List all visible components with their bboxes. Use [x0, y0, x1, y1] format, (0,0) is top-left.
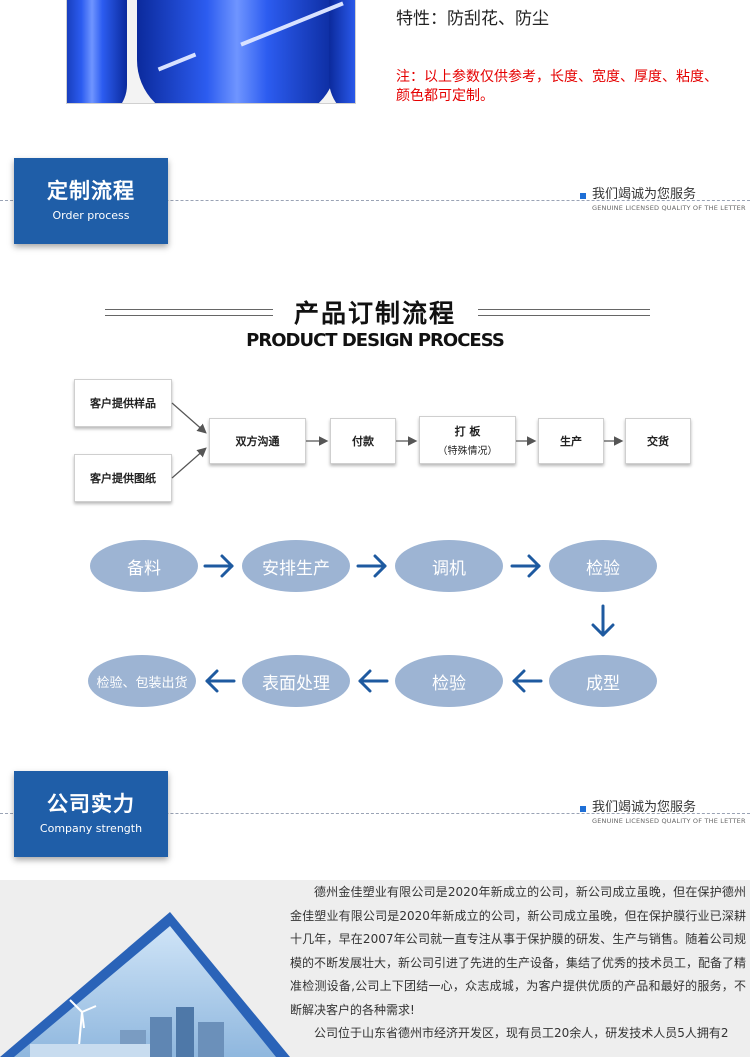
box-communicate: 双方沟通 [209, 418, 306, 464]
step-forming: 成型 [549, 655, 657, 707]
step-surface-treatment: 表面处理 [242, 655, 350, 707]
step-inspect-2: 检验 [395, 655, 503, 707]
customization-note: 注：以上参数仅供参考，长度、宽度、厚度、粘度、颜色都可定制。 [396, 69, 718, 104]
process-subtitle: PRODUCT DESIGN PROCESS [246, 330, 505, 351]
box-label: 交货 [647, 435, 669, 448]
arrow-down-icon [591, 604, 615, 637]
step-inspect-pack-ship: 检验、包装出货 [88, 655, 196, 707]
box-flow-arrows [171, 402, 624, 479]
service-slogan: 我们竭诚为您服务 GENUINE LICENSED QUALITY OF THE… [580, 796, 750, 825]
feature-text: 特性：防刮花、防尘 [396, 9, 549, 29]
box-deliver: 交货 [625, 418, 691, 464]
step-label: 检验 [432, 673, 466, 694]
box-label: 打 板 [454, 425, 481, 438]
step-label: 安排生产 [262, 558, 330, 579]
section-title: 定制流程 [47, 179, 135, 203]
arrow-sample-to-communicate [171, 402, 207, 434]
section-subtitle: Company strength [39, 822, 143, 835]
company-introduction: 德州金佳塑业有限公司是2020年新成立的公司，新公司成立虽晚，但在保护德州金佳塑… [290, 881, 746, 1046]
step-flow-arrows [203, 554, 615, 693]
title-rule-left [105, 309, 273, 316]
company-paragraph: 德州金佳塑业有限公司是2020年新成立的公司，新公司成立虽晚，但在保护德州金佳塑… [290, 885, 747, 1017]
box-label: 双方沟通 [235, 435, 280, 448]
box-payment: 付款 [330, 418, 396, 464]
step-prepare-material: 备料 [90, 540, 198, 592]
step-label: 成型 [586, 673, 620, 694]
box-note: （特殊情况） [437, 446, 498, 457]
arrow-left-icon [205, 669, 236, 693]
box-produce: 生产 [538, 418, 604, 464]
slogan-english: GENUINE LICENSED QUALITY OF THE LETTER [592, 204, 746, 212]
slogan-text: 我们竭诚为您服务 [580, 183, 750, 202]
step-machine-setup: 调机 [395, 540, 503, 592]
box-label: 付款 [352, 435, 374, 448]
process-title: 产品订制流程 [293, 299, 456, 328]
arrow-right-icon [203, 554, 234, 578]
company-building-photo [0, 912, 290, 1057]
section-tab-company-strength: 公司实力 Company strength [14, 771, 168, 857]
step-label: 检验、包装出货 [96, 675, 188, 691]
box-customer-drawing: 客户提供图纸 [74, 454, 172, 502]
box-label: 客户提供图纸 [90, 472, 156, 485]
section-divider [0, 200, 750, 201]
arrow-drawing-to-communicate [171, 447, 207, 479]
title-rule-right [478, 309, 650, 316]
product-photo [66, 0, 356, 104]
arrow-right-icon [510, 554, 541, 578]
section-subtitle: Order process [52, 209, 130, 222]
step-label: 备料 [127, 558, 161, 579]
section-tab-order-process: 定制流程 Order process [14, 158, 168, 244]
section-title: 公司实力 [47, 792, 135, 816]
box-proof: 打 板 （特殊情况） [419, 416, 516, 464]
step-label: 检验 [586, 558, 620, 579]
step-label: 表面处理 [262, 673, 330, 694]
step-label: 调机 [432, 558, 466, 579]
slogan-text: 我们竭诚为您服务 [580, 796, 750, 815]
company-paragraph: 公司位于山东省德州市经济开发区，现有员工20余人，研发技术人员5人拥有2 [314, 1026, 729, 1040]
arrow-left-icon [358, 669, 389, 693]
box-customer-sample: 客户提供样品 [74, 379, 172, 427]
section-divider [0, 813, 750, 814]
box-label: 生产 [560, 435, 582, 448]
step-arrange-production: 安排生产 [242, 540, 350, 592]
arrow-right-icon [356, 554, 387, 578]
service-slogan: 我们竭诚为您服务 GENUINE LICENSED QUALITY OF THE… [580, 183, 750, 212]
slogan-english: GENUINE LICENSED QUALITY OF THE LETTER [592, 817, 746, 825]
box-label: 客户提供样品 [90, 397, 156, 410]
arrow-left-icon [512, 669, 543, 693]
step-inspect-1: 检验 [549, 540, 657, 592]
